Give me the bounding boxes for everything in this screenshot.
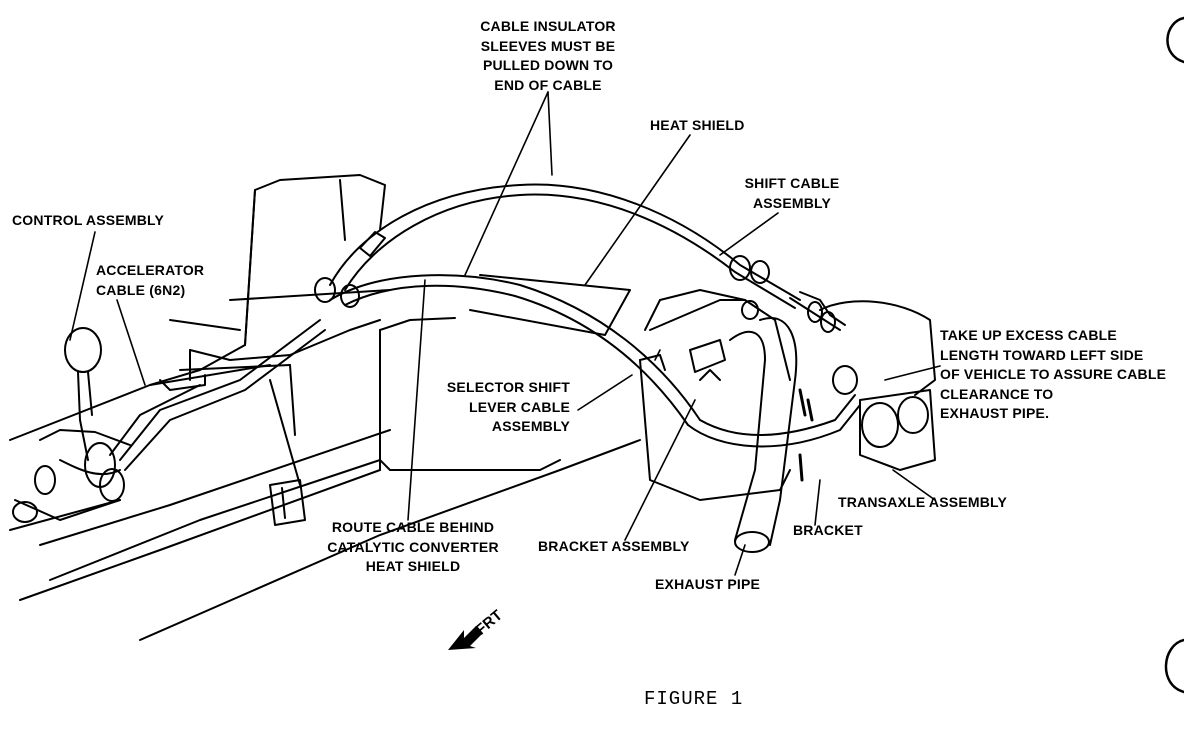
label-line: ROUTE CABLE BEHIND (331, 519, 495, 535)
shift-cable-path (329, 183, 846, 333)
figure-caption: FIGURE 1 (644, 688, 744, 710)
label-shift-cable-assembly: SHIFT CABLE ASSEMBLY (740, 174, 844, 213)
label-line: HEAT SHIELD (365, 558, 461, 574)
label-transaxle-assembly: TRANSAXLE ASSEMBLY (838, 493, 1007, 513)
label-line: ASSEMBLY (752, 194, 832, 211)
label-line: CLEARANCE TO (940, 385, 1054, 402)
front-direction-arrow-icon: FRT (448, 607, 506, 650)
exhaust-pipe-shape (729, 317, 814, 553)
label-line: END OF CABLE (494, 76, 602, 93)
label-line: ACCELERATOR (96, 262, 205, 278)
label-line: CABLE INSULATOR (480, 18, 616, 34)
label-line: BRACKET ASSEMBLY (538, 538, 690, 554)
label-cable-insulator: CABLE INSULATOR SLEEVES MUST BE PULLED D… (470, 17, 626, 95)
heat-shield-plate (379, 274, 631, 336)
label-line: CABLE (6N2) (96, 281, 186, 298)
floor-pan (9, 289, 746, 641)
label-line: LEVER CABLE (469, 398, 570, 415)
label-take-up-excess: TAKE UP EXCESS CABLE LENGTH TOWARD LEFT … (940, 326, 1166, 424)
console-hump (149, 174, 391, 526)
label-line: LENGTH TOWARD LEFT SIDE (940, 346, 1144, 363)
label-selector-shift-lever-cable: SELECTOR SHIFT LEVER CABLE ASSEMBLY (430, 378, 570, 437)
label-bracket: BRACKET (793, 521, 863, 541)
label-line: HEAT SHIELD (650, 117, 745, 133)
label-accelerator-cable: ACCELERATOR CABLE (6N2) (96, 261, 204, 300)
label-line: EXHAUST PIPE. (940, 405, 1050, 421)
label-route-cable: ROUTE CABLE BEHIND CATALYTIC CONVERTER H… (318, 518, 508, 577)
label-line: CATALYTIC CONVERTER (327, 538, 499, 555)
label-line: ASSEMBLY (491, 418, 570, 434)
label-line: PULLED DOWN TO (482, 57, 614, 73)
label-line: TRANSAXLE ASSEMBLY (838, 494, 1008, 510)
margin-bracket-bottom (1164, 638, 1184, 694)
selector-cable-path (314, 274, 861, 448)
label-line: TAKE UP EXCESS CABLE (940, 327, 1117, 343)
control-assembly-mechanism (12, 319, 326, 523)
label-line: CONTROL ASSEMBLY (12, 212, 165, 228)
label-line: SLEEVES MUST BE (480, 37, 616, 54)
label-control-assembly: CONTROL ASSEMBLY (12, 211, 164, 231)
label-exhaust-pipe: EXHAUST PIPE (655, 575, 760, 595)
label-heat-shield: HEAT SHIELD (650, 116, 745, 136)
label-line: EXHAUST PIPE (655, 576, 761, 592)
label-bracket-assembly: BRACKET ASSEMBLY (538, 537, 690, 557)
label-line: BRACKET (793, 522, 863, 538)
label-line: SHIFT CABLE (744, 175, 840, 191)
margin-bracket-top (1166, 16, 1184, 64)
label-line: SELECTOR SHIFT (446, 379, 570, 395)
leader-lines (69, 91, 941, 576)
label-line: OF VEHICLE TO ASSURE CABLE (940, 366, 1167, 382)
transaxle-housing (639, 299, 936, 501)
